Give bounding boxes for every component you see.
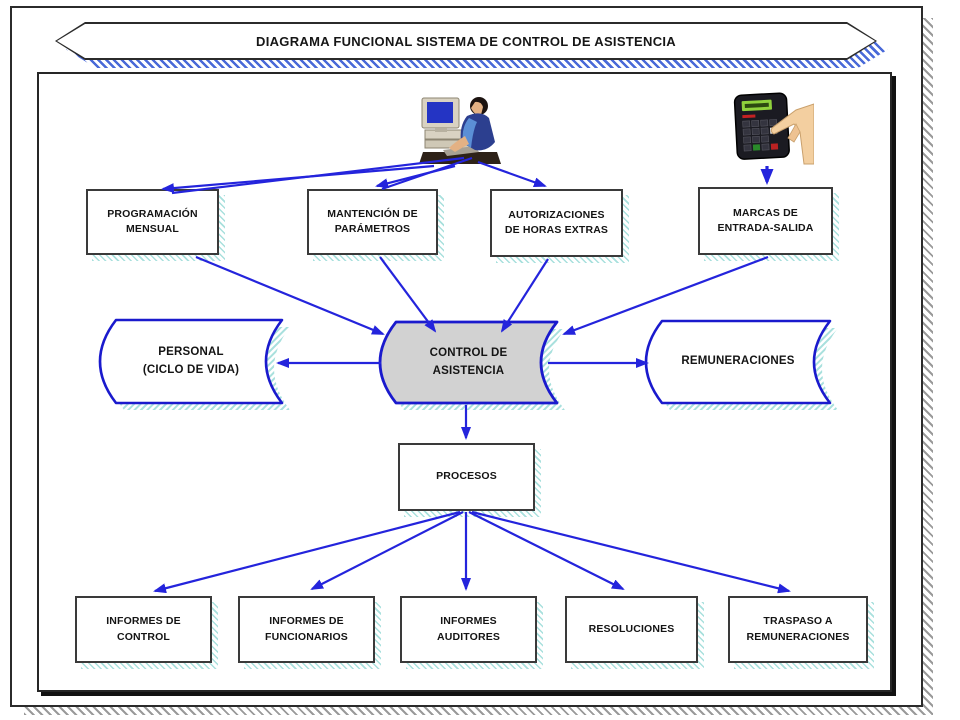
node-label: TRASPASO A REMUNERACIONES bbox=[728, 596, 868, 663]
node-resoluciones: RESOLUCIONES bbox=[565, 596, 704, 669]
node-informes-de-control: INFORMES DE CONTROL bbox=[75, 596, 218, 669]
node-label: INFORMES AUDITORES bbox=[400, 596, 537, 663]
node-personal-ciclo-de-vida: PERSONAL (CICLO DE VIDA) bbox=[98, 318, 296, 413]
node-label: AUTORIZACIONES DE HORAS EXTRAS bbox=[490, 189, 623, 257]
node-label: MANTENCIÓN DE PARÁMETROS bbox=[307, 189, 438, 255]
node-remuneraciones: REMUNERACIONES bbox=[644, 319, 846, 413]
node-label: PROCESOS bbox=[398, 443, 535, 511]
node-informes-auditores: INFORMES AUDITORES bbox=[400, 596, 543, 669]
node-procesos: PROCESOS bbox=[398, 443, 541, 517]
title-banner: DIAGRAMA FUNCIONAL SISTEMA DE CONTROL DE… bbox=[55, 22, 877, 60]
node-programacion-mensual: PROGRAMACIÓN MENSUAL bbox=[86, 189, 225, 261]
operator-at-computer-icon bbox=[413, 90, 507, 168]
node-mantencion-parametros: MANTENCIÓN DE PARÁMETROS bbox=[307, 189, 444, 261]
node-label: MARCAS DE ENTRADA-SALIDA bbox=[698, 187, 833, 255]
node-label: PROGRAMACIÓN MENSUAL bbox=[86, 189, 219, 255]
node-label: REMUNERACIONES bbox=[681, 355, 795, 368]
node-marcas-entrada-salida: MARCAS DE ENTRADA-SALIDA bbox=[698, 187, 839, 261]
node-label: PERSONAL (CICLO DE VIDA) bbox=[142, 346, 240, 376]
node-control-de-asistencia: CONTROL DE ASISTENCIA bbox=[378, 320, 572, 413]
node-autorizaciones-horas-extras: AUTORIZACIONES DE HORAS EXTRAS bbox=[490, 189, 629, 263]
node-informes-de-funcionarios: INFORMES DE FUNCIONARIOS bbox=[238, 596, 381, 669]
node-label: INFORMES DE FUNCIONARIOS bbox=[238, 596, 375, 663]
node-traspaso-a-remuneraciones: TRASPASO A REMUNERACIONES bbox=[728, 596, 874, 669]
node-label: RESOLUCIONES bbox=[565, 596, 698, 663]
node-label: INFORMES DE CONTROL bbox=[75, 596, 212, 663]
attendance-clock-icon bbox=[720, 90, 815, 166]
page-title: DIAGRAMA FUNCIONAL SISTEMA DE CONTROL DE… bbox=[57, 24, 875, 58]
node-label: CONTROL DE ASISTENCIA bbox=[429, 347, 508, 377]
